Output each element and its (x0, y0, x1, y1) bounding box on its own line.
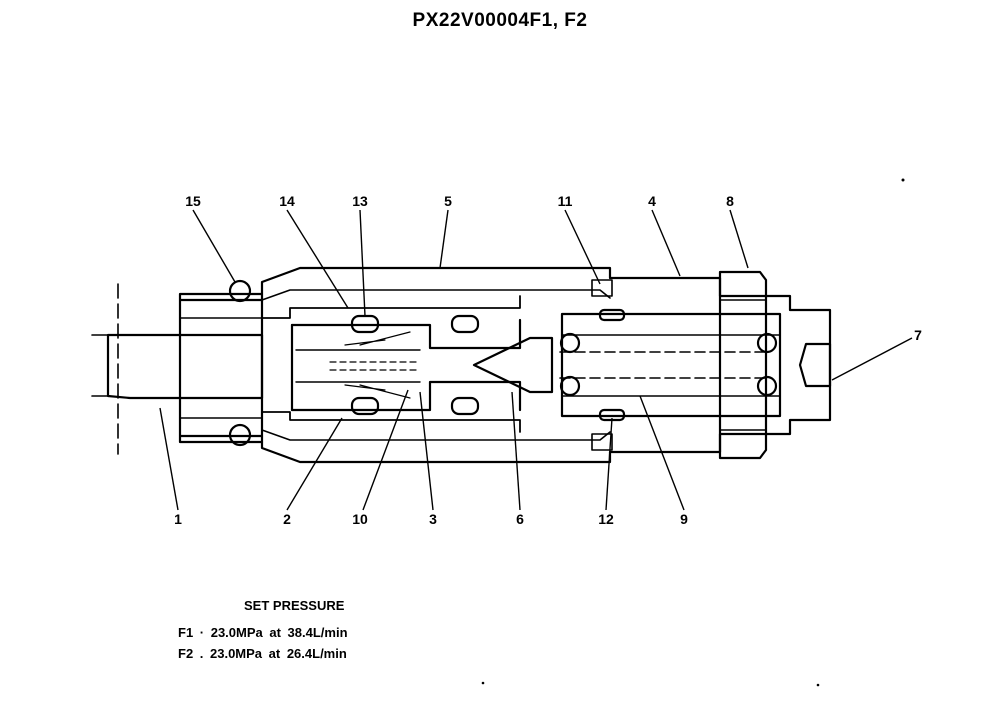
callout-13: 13 (352, 193, 368, 209)
outer-housing (260, 266, 832, 464)
poppet-cone (472, 336, 554, 394)
callout-9: 9 (680, 511, 688, 527)
set-pressure-row-f2: F2 . 23.0MPa at 26.4L/min (178, 646, 347, 661)
o-ring-11-bottom (591, 433, 613, 451)
callout-1: 1 (174, 511, 182, 527)
o-ring-15-top (228, 279, 252, 303)
callout-6: 6 (516, 511, 524, 527)
callout-12: 12 (598, 511, 614, 527)
o-ring-15-bottom (228, 423, 252, 447)
callout-10: 10 (352, 511, 368, 527)
leader-lines (159, 209, 913, 511)
inner-sleeve (290, 318, 522, 412)
inlet-stem (106, 333, 264, 400)
adjust-nut (718, 270, 768, 460)
o-ring-12-top (598, 308, 626, 322)
set-pressure-row-f1: F1 · 23.0MPa at 38.4L/min (178, 625, 348, 640)
backup-ring-13-bottom (350, 396, 380, 416)
callout-14: 14 (279, 193, 295, 209)
callout-8: 8 (726, 193, 734, 209)
spring-chamber (560, 312, 782, 418)
callout-11: 11 (558, 193, 573, 209)
spring-coil-left-top (559, 332, 581, 354)
set-pressure-heading: SET PRESSURE (244, 598, 345, 613)
seal-ring-top (450, 314, 480, 334)
diagram-title: PX22V00004F1, F2 (412, 10, 588, 31)
spring-coil-right-bottom (756, 375, 778, 397)
inlet-nut (178, 292, 264, 444)
callout-3: 3 (429, 511, 437, 527)
spring-coil-right-top (756, 332, 778, 354)
callout-15: 15 (185, 193, 201, 209)
o-ring-11-top (591, 279, 613, 297)
set-pressure-block: SET PRESSURE F1 · 23.0MPa at 38.4L/min F… (178, 598, 348, 667)
spring-coil-left-bottom (559, 375, 581, 397)
callout-5: 5 (444, 193, 452, 209)
callout-2: 2 (283, 511, 291, 527)
callout-4: 4 (648, 193, 656, 209)
callout-7: 7 (914, 327, 922, 343)
adjust-screw (798, 342, 832, 388)
seal-ring-bottom (450, 396, 480, 416)
